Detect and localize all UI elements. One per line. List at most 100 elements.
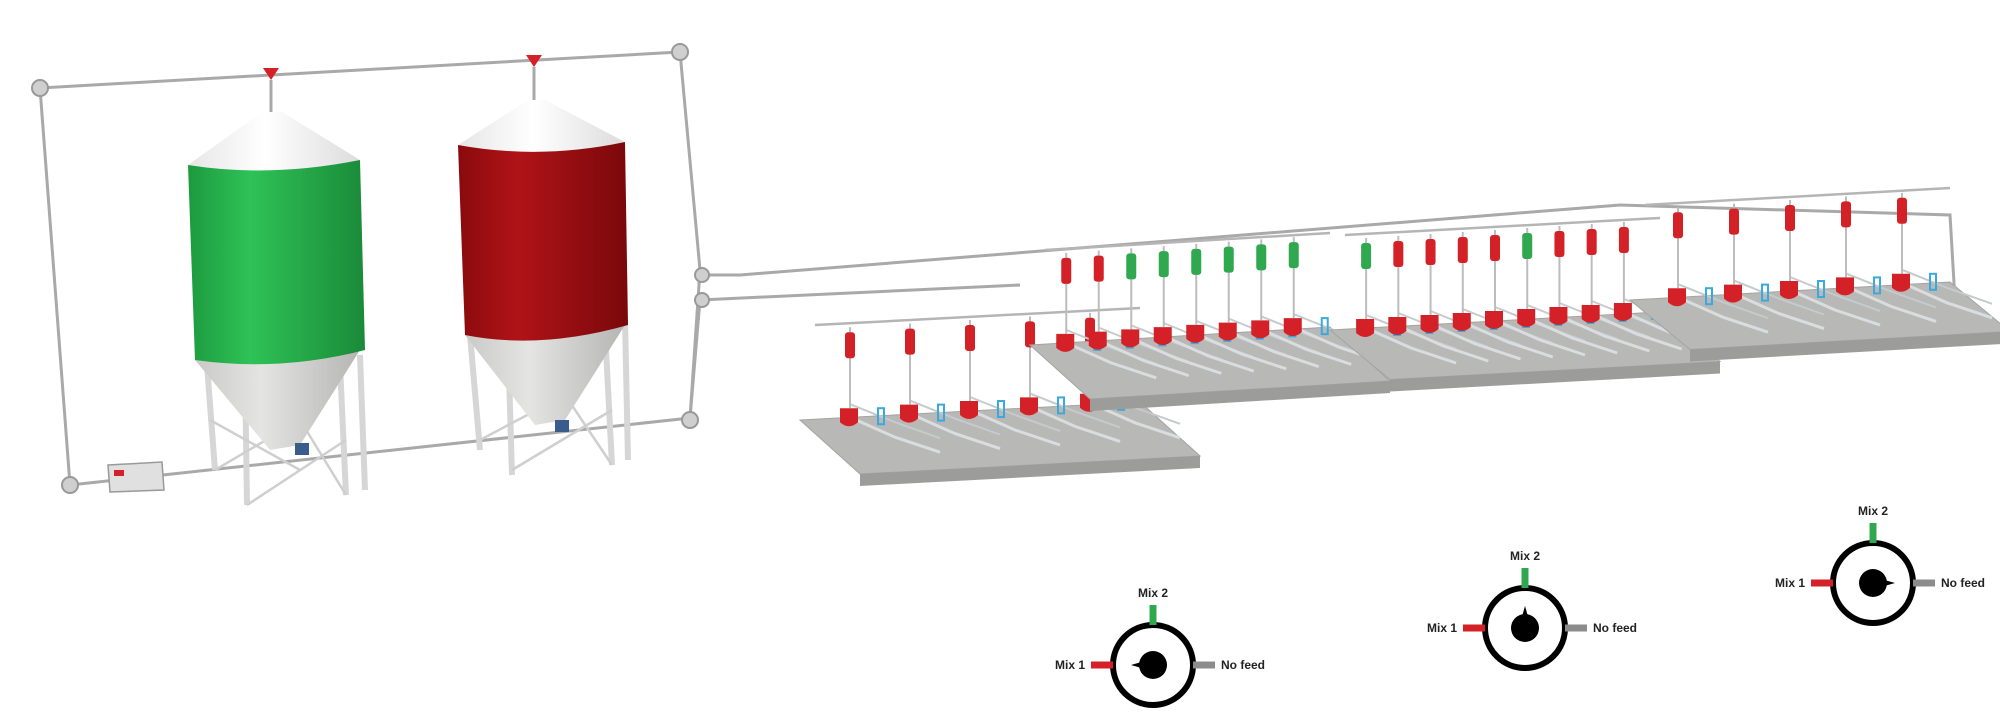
feed-selector-dial[interactable]: Mix 2 Mix 1 No feed	[1775, 504, 1985, 626]
green-silo	[188, 68, 368, 507]
dial-pointer	[1511, 606, 1539, 642]
stall-rail	[1901, 281, 1993, 320]
dosing-unit	[845, 332, 855, 359]
stall-rail	[1558, 314, 1650, 353]
feeder-trough	[1452, 313, 1471, 331]
feeder-trough	[1121, 329, 1140, 348]
dosing-unit	[1554, 231, 1565, 257]
no-feed-label: No feed	[1593, 621, 1637, 635]
stall-rail	[849, 415, 941, 454]
stall-rail	[909, 412, 1001, 451]
stall-rail	[1365, 326, 1457, 365]
stall-rail	[1429, 322, 1522, 361]
feeder-trough	[1356, 319, 1375, 337]
feeder-trough	[900, 404, 918, 423]
feed-line	[1344, 216, 1661, 237]
dosing-unit	[1785, 205, 1795, 231]
dosing-unit	[1223, 246, 1234, 273]
stall-rail	[1494, 318, 1586, 357]
stall-rail	[969, 408, 1061, 447]
stall-gate	[1320, 317, 1329, 336]
mix1-label: Mix 1	[1775, 576, 1805, 590]
feeder-trough	[1153, 327, 1172, 346]
feeder-trough	[1283, 318, 1302, 337]
pipe-corner-fittings	[31, 43, 710, 494]
feeder-trough	[1892, 273, 1910, 292]
stall-rail	[1029, 405, 1121, 443]
stall-rail	[849, 403, 941, 440]
stall-rail	[1733, 292, 1825, 331]
dosing-unit	[1158, 251, 1169, 278]
dosing-unit	[1288, 242, 1299, 269]
feed-selector-dial[interactable]: Mix 2 Mix 1 No feed	[1055, 586, 1265, 708]
stall-rail	[1130, 337, 1222, 375]
feeder-trough	[1388, 317, 1407, 335]
dosing-unit	[1093, 255, 1104, 282]
dosing-unit	[965, 325, 975, 351]
feeder-trough	[840, 408, 858, 427]
feeder-trough	[1218, 322, 1237, 341]
pen-layout	[798, 186, 2000, 486]
dosing-unit	[1061, 257, 1072, 284]
feed-line	[814, 306, 1141, 327]
feeder-trough	[1420, 315, 1439, 333]
feeder-trough	[1581, 305, 1600, 323]
control-box	[107, 461, 165, 493]
feeder-trough	[1186, 324, 1205, 343]
stall-rail	[1733, 279, 1825, 316]
stall-gate	[1929, 272, 1937, 291]
dosing-unit	[1393, 241, 1404, 267]
stall-rail	[1462, 320, 1554, 359]
stall-gate	[877, 407, 885, 426]
stall-gate	[1057, 396, 1065, 415]
stall-rail	[1677, 283, 1769, 320]
feeder-trough	[1836, 277, 1854, 296]
dosing-unit	[1025, 321, 1035, 348]
feed-line	[1644, 186, 1951, 207]
stall-gate	[1705, 287, 1713, 306]
mix1-label: Mix 1	[1427, 621, 1457, 635]
dosing-unit	[905, 328, 915, 355]
red-silo	[458, 55, 631, 476]
stall-rail	[1260, 328, 1352, 366]
slab-edge	[860, 456, 1200, 486]
stall-gate	[1817, 280, 1825, 298]
feeder-trough	[1724, 284, 1742, 303]
slab-edge	[1690, 332, 2000, 362]
mix2-label: Mix 2	[1510, 549, 1540, 563]
dosing-unit	[1522, 233, 1533, 259]
mix2-label: Mix 2	[1138, 586, 1168, 600]
feeder-trough	[1020, 397, 1038, 416]
dosing-unit	[1673, 212, 1683, 239]
feeder-trough	[1485, 311, 1503, 329]
stall-rail	[1845, 272, 1937, 309]
feeder-trough	[1517, 309, 1536, 327]
dosing-unit	[1586, 229, 1597, 255]
mix2-label: Mix 2	[1858, 504, 1888, 518]
stall-rail	[1789, 276, 1881, 312]
stall-rail	[1163, 334, 1255, 373]
stall-rail	[1397, 324, 1489, 363]
feed-selector-dial[interactable]: Mix 2 Mix 1 No feed	[1427, 549, 1637, 671]
pen-block-4	[1628, 186, 2000, 362]
stall-rail	[909, 399, 1001, 436]
feeder-trough	[960, 401, 978, 419]
feeder-trough	[1668, 288, 1686, 307]
feed-line	[1044, 231, 1331, 252]
dosing-unit	[1618, 227, 1629, 253]
dosing-unit	[1457, 237, 1468, 263]
feeder-trough	[1549, 307, 1568, 325]
dial-pointer	[1131, 651, 1167, 679]
stall-rail	[969, 396, 1061, 432]
pen-block-3	[1328, 216, 1722, 392]
stall-gate	[937, 403, 945, 422]
dosing-unit	[1361, 243, 1372, 269]
stall-rail	[1845, 285, 1937, 323]
dosing-unit	[1841, 201, 1851, 228]
feeder-trough	[1780, 281, 1798, 299]
stall-gate	[997, 400, 1005, 418]
dosing-unit	[1425, 239, 1436, 265]
slab-edge	[1390, 361, 1720, 392]
stall-rail	[1065, 341, 1157, 380]
